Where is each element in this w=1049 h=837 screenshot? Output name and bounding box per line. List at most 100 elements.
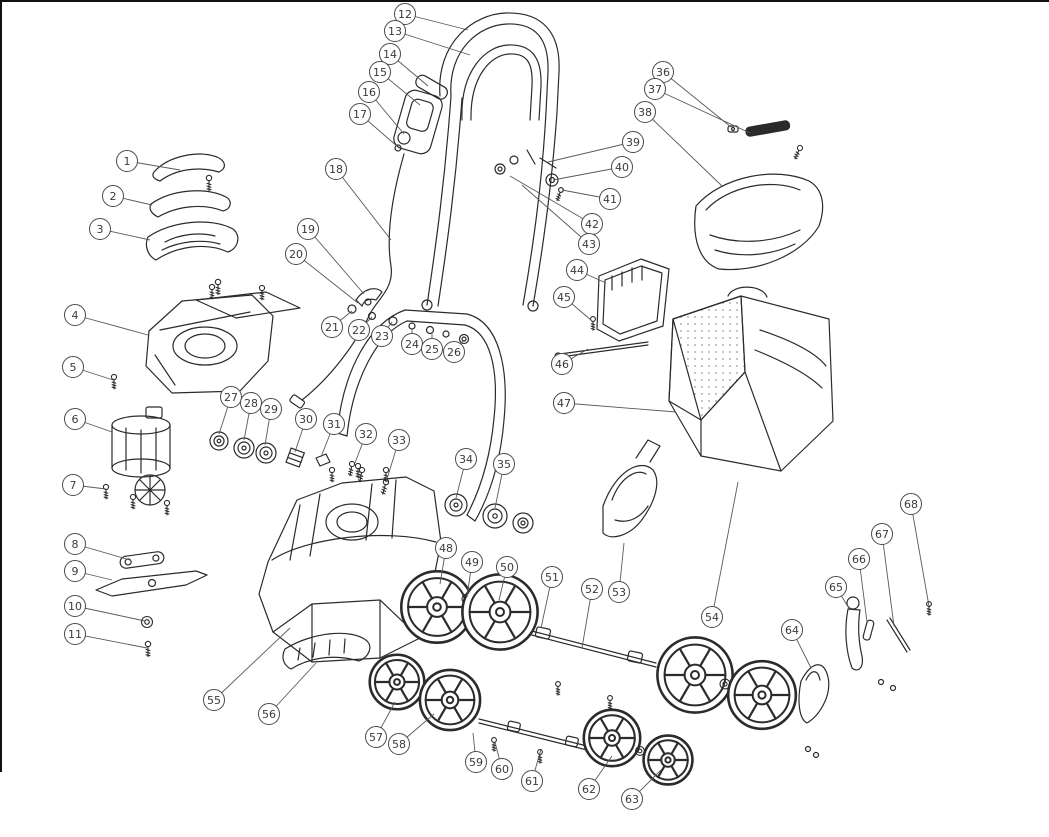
callout-22: 22	[348, 319, 370, 341]
leader-line-47	[564, 403, 676, 412]
leader-line-67	[882, 534, 894, 626]
callout-6: 6	[64, 408, 86, 430]
callout-68: 68	[900, 493, 922, 515]
leader-line-20	[296, 254, 358, 303]
handle-lock-levers	[799, 597, 932, 758]
wheels	[368, 570, 797, 786]
grass-catcher-box	[669, 287, 833, 471]
leader-line-19	[308, 229, 364, 294]
callout-16: 16	[358, 81, 380, 103]
callout-20: 20	[285, 243, 307, 265]
leader-line-10	[75, 606, 145, 621]
callout-11: 11	[64, 623, 86, 645]
callout-66: 66	[848, 548, 870, 570]
callout-14: 14	[379, 43, 401, 65]
callout-33: 33	[388, 429, 410, 451]
motor-assembly	[102, 373, 170, 516]
callout-21: 21	[321, 316, 343, 338]
callout-23: 23	[371, 325, 393, 347]
callout-55: 55	[203, 689, 225, 711]
leader-line-55	[214, 628, 290, 700]
leader-line-39	[548, 142, 633, 162]
callout-15: 15	[369, 61, 391, 83]
leader-line-68	[911, 504, 929, 606]
callout-19: 19	[297, 218, 319, 240]
front-baffle	[283, 633, 370, 669]
mulch-plug	[603, 440, 660, 537]
handle-lever-hardware	[348, 289, 469, 344]
leader-lines	[73, 14, 929, 799]
callout-5: 5	[62, 356, 84, 378]
callout-3: 3	[89, 218, 111, 240]
handle-grip-halves	[146, 154, 237, 296]
callout-63: 63	[621, 788, 643, 810]
callout-58: 58	[388, 733, 410, 755]
callout-7: 7	[62, 474, 84, 496]
callout-64: 64	[781, 619, 803, 641]
callout-61: 61	[521, 770, 543, 792]
page-border-left	[0, 0, 2, 772]
wheel-bushings-and-springs	[210, 432, 533, 533]
callout-51: 51	[541, 566, 563, 588]
upper-handle-bar	[422, 13, 559, 311]
callout-38: 38	[634, 101, 656, 123]
callout-35: 35	[493, 453, 515, 475]
motor-cover	[146, 283, 300, 393]
callout-8: 8	[64, 533, 86, 555]
callout-47: 47	[553, 392, 575, 414]
callout-42: 42	[581, 213, 603, 235]
callout-39: 39	[622, 131, 644, 153]
callout-57: 57	[365, 726, 387, 748]
callout-25: 25	[421, 338, 443, 360]
callout-43: 43	[578, 233, 600, 255]
callout-44: 44	[566, 259, 588, 281]
callout-18: 18	[325, 158, 347, 180]
callout-9: 9	[64, 560, 86, 582]
page-border-top	[0, 0, 1049, 2]
callout-59: 59	[465, 751, 487, 773]
callout-10: 10	[64, 595, 86, 617]
callout-60: 60	[491, 758, 513, 780]
callout-17: 17	[349, 103, 371, 125]
leader-line-42	[510, 176, 592, 224]
callout-24: 24	[401, 333, 423, 355]
power-cable	[289, 154, 404, 409]
callout-29: 29	[260, 398, 282, 420]
callout-49: 49	[461, 551, 483, 573]
blade-and-holder	[96, 551, 207, 658]
callout-31: 31	[323, 413, 345, 435]
leader-line-37	[655, 89, 750, 133]
callout-65: 65	[825, 576, 847, 598]
callout-67: 67	[871, 523, 893, 545]
callout-56: 56	[258, 703, 280, 725]
leader-line-11	[75, 634, 147, 648]
callout-40: 40	[611, 156, 633, 178]
callout-26: 26	[443, 341, 465, 363]
callout-48: 48	[435, 537, 457, 559]
leader-line-43	[522, 185, 589, 244]
cable-clips-hardware	[495, 150, 565, 202]
battery-pack	[555, 259, 669, 359]
leader-line-40	[553, 167, 622, 180]
callout-46: 46	[551, 353, 573, 375]
callout-50: 50	[496, 556, 518, 578]
callout-27: 27	[220, 386, 242, 408]
callout-37: 37	[644, 78, 666, 100]
callout-34: 34	[455, 448, 477, 470]
leader-line-38	[645, 112, 722, 186]
callout-41: 41	[599, 188, 621, 210]
callout-28: 28	[240, 392, 262, 414]
callout-45: 45	[553, 286, 575, 308]
rear-axle	[479, 719, 599, 764]
callout-1: 1	[116, 150, 138, 172]
callout-62: 62	[578, 778, 600, 800]
switch-housing	[391, 73, 449, 156]
callout-12: 12	[394, 3, 416, 25]
callout-53: 53	[608, 581, 630, 603]
leader-line-36	[663, 72, 731, 127]
callout-30: 30	[295, 408, 317, 430]
leader-line-54	[712, 482, 738, 617]
callout-2: 2	[102, 185, 124, 207]
